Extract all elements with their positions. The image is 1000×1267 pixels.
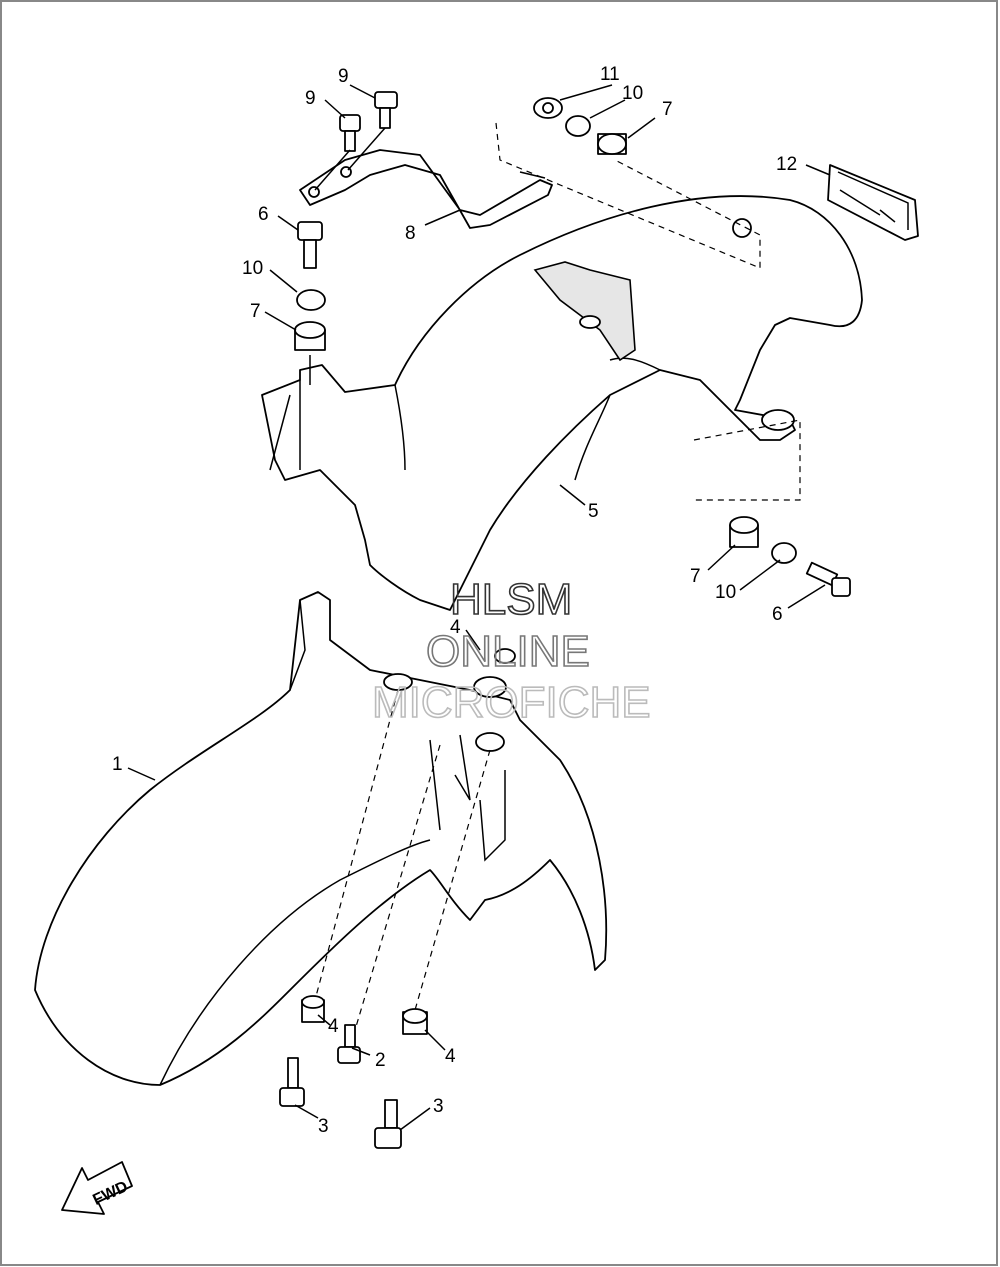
callout-labels: 1 2 3 3 4 4 4 5 6 6 7 7 7 8 9 9 10 10 10… — [112, 64, 797, 1137]
callout-12: 12 — [776, 154, 797, 175]
leader-bolt-mid — [354, 744, 441, 1031]
leader-bolt-right — [414, 749, 491, 1011]
callout-8: 8 — [405, 223, 416, 244]
callout-6-left: 6 — [258, 204, 269, 225]
collar-part-7-top — [597, 133, 627, 155]
leader-bolt-left — [314, 689, 399, 1001]
bolt-part-3-left — [279, 1057, 305, 1107]
callout-6-right: 6 — [772, 604, 783, 625]
bolt-part-6-left — [297, 221, 323, 269]
rear-fender-part-5 — [261, 195, 863, 611]
fender-stay-part-8 — [299, 149, 553, 229]
watermark-line-3: MICROFICHE — [372, 678, 651, 727]
callout-9-left: 9 — [305, 88, 316, 109]
callout-7-bottom: 7 — [690, 566, 701, 587]
collar-part-7-left — [294, 321, 326, 351]
callout-leaders — [127, 84, 831, 1131]
forward-direction-arrow: FWD — [61, 1161, 133, 1215]
grommet-part-4-right — [402, 1008, 428, 1035]
collar-part-10-bottom — [771, 542, 797, 564]
leader-box-right — [693, 419, 801, 501]
callout-4-top: 4 — [450, 617, 461, 638]
watermark-line-1: HLSM — [450, 575, 572, 624]
bolt-part-9-left — [314, 114, 361, 191]
bolt-part-2 — [337, 1024, 361, 1064]
callout-2: 2 — [375, 1050, 386, 1071]
front-fender-part-1 — [34, 591, 608, 1086]
callout-5: 5 — [588, 501, 599, 522]
callout-4-left: 4 — [328, 1016, 339, 1037]
bolt-part-9-right — [347, 91, 398, 171]
callout-1: 1 — [112, 754, 123, 775]
collar-part-10-top — [565, 115, 591, 137]
watermark: HLSM ONLINE MICROFICHE — [371, 574, 651, 728]
callout-10-left: 10 — [242, 258, 263, 279]
callout-3-right: 3 — [433, 1096, 444, 1117]
reflector-part-12 — [827, 164, 919, 241]
callout-4-right: 4 — [445, 1046, 456, 1067]
bolt-part-6-right — [805, 561, 851, 597]
watermark-line-2: ONLINE — [426, 627, 590, 676]
callout-11: 11 — [600, 64, 620, 85]
callout-3-left: 3 — [318, 1116, 329, 1137]
grommet-part-4-left — [301, 995, 325, 1023]
nut-part-11 — [533, 97, 563, 119]
callout-10-bottom: 10 — [715, 582, 736, 603]
collar-part-10-left — [296, 289, 326, 311]
bolt-part-3-right — [374, 1099, 402, 1149]
callout-7-top: 7 — [662, 99, 673, 120]
collar-part-7-bottom — [729, 516, 759, 548]
callout-10-top: 10 — [622, 83, 643, 104]
leader-box-top — [495, 122, 761, 269]
callout-7-left: 7 — [250, 301, 261, 322]
callout-9-right: 9 — [338, 66, 349, 87]
